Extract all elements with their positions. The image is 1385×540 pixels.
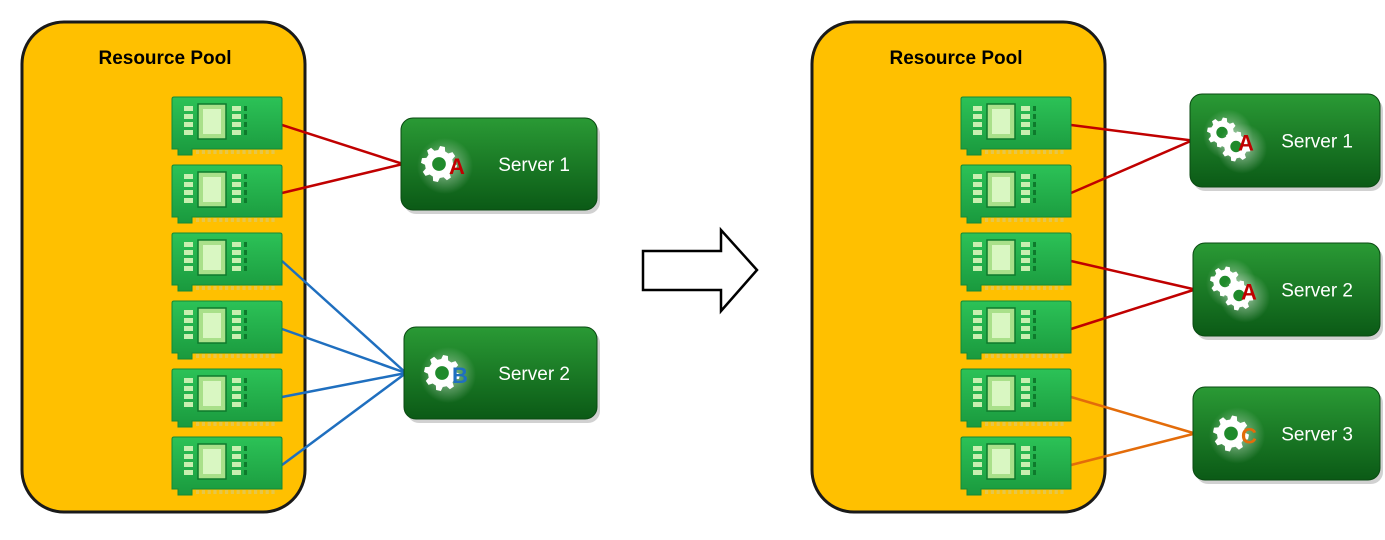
link-line	[1070, 139, 1193, 195]
expansion-card-icon	[960, 164, 1072, 224]
expansion-card-icon	[171, 300, 283, 360]
left-servers: A Server 1 B Server 2	[400, 117, 600, 423]
link-line	[1070, 123, 1193, 142]
expansion-card-icon	[171, 96, 283, 156]
server-label: Server 1	[498, 155, 570, 176]
left-cards	[171, 96, 283, 496]
expansion-card-icon	[960, 300, 1072, 360]
right-arrow-icon	[641, 226, 759, 315]
workload-letter: B	[452, 363, 468, 388]
server-label: Server 3	[1281, 425, 1353, 446]
expansion-card-icon	[960, 232, 1072, 292]
link-line	[1070, 395, 1196, 435]
expansion-card-icon	[171, 164, 283, 224]
resource-pool-title-left: Resource Pool	[98, 48, 231, 69]
server-1-left: A Server 1	[400, 117, 600, 214]
right-cards	[960, 96, 1072, 496]
expansion-card-icon	[960, 436, 1072, 496]
link-line	[281, 371, 407, 399]
gear-icon	[1209, 407, 1265, 464]
expansion-card-icon	[171, 436, 283, 496]
server-3-right: C Server 3	[1192, 386, 1383, 484]
left-panel: Resource Pool A Server 1 B Server 2	[20, 20, 600, 514]
gear-icon	[1217, 123, 1267, 174]
expansion-card-icon	[960, 96, 1072, 156]
workload-letter: C	[1241, 424, 1257, 449]
expansion-card-icon	[171, 368, 283, 428]
link-line	[281, 327, 407, 375]
link-line	[281, 260, 407, 374]
gear-icon	[417, 138, 473, 194]
link-line	[281, 162, 404, 195]
link-line	[1070, 288, 1196, 331]
link-line	[281, 123, 404, 166]
server-1-right: A Server 1	[1189, 93, 1383, 191]
server-label: Server 1	[1281, 132, 1353, 153]
server-2-left: B Server 2	[403, 326, 600, 423]
gear-icon	[1220, 272, 1270, 323]
right-links	[1070, 123, 1196, 467]
link-line	[1070, 432, 1196, 467]
workload-letter: A	[1238, 131, 1254, 156]
server-label: Server 2	[1281, 281, 1353, 302]
right-servers: A Server 1 A Server 2 C Server 3	[1189, 93, 1383, 484]
link-line	[281, 371, 407, 467]
workload-letter: A	[1241, 280, 1257, 305]
right-panel: Resource Pool A Server 1 A Server 2 C Server …	[810, 20, 1383, 514]
server-label: Server 2	[498, 364, 570, 385]
server-2-right: A Server 2	[1192, 242, 1383, 340]
expansion-card-icon	[960, 368, 1072, 428]
left-links	[281, 123, 407, 467]
resource-pool-title-right: Resource Pool	[889, 48, 1022, 69]
gear-icon	[420, 347, 476, 403]
link-line	[1070, 259, 1196, 291]
workload-letter: A	[449, 154, 465, 179]
expansion-card-icon	[171, 232, 283, 292]
